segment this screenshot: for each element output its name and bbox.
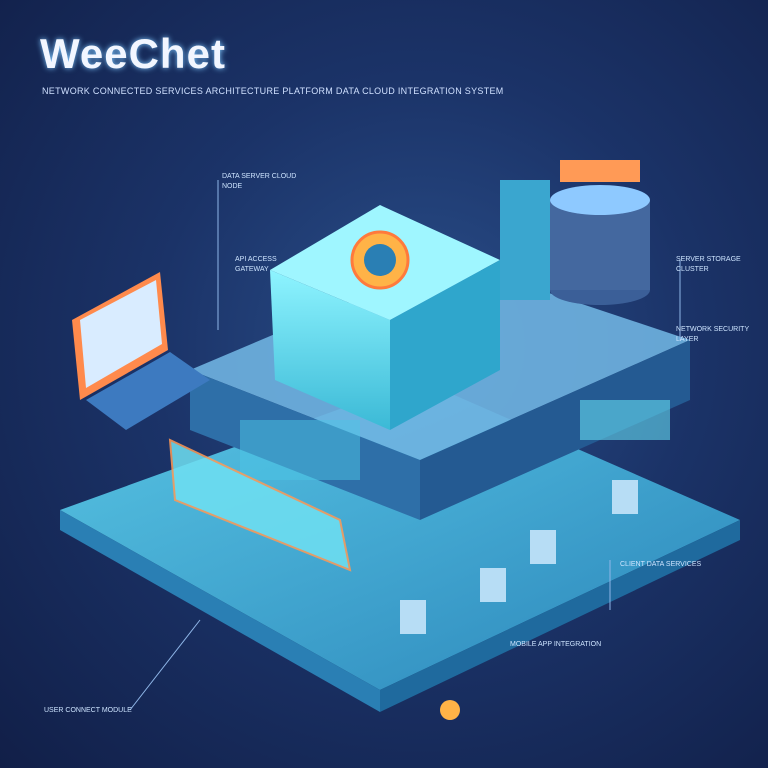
annotation: CLIENT DATA SERVICES [620, 561, 702, 568]
phone-card [168, 438, 352, 572]
annotation: MOBILE APP INTEGRATION [510, 641, 602, 648]
device-icon [612, 480, 638, 514]
panel-screen [580, 400, 670, 440]
laptop-icon [72, 272, 210, 430]
page-subtitle: NETWORK CONNECTED SERVICES ARCHITECTURE … [42, 86, 504, 96]
callout-lines [129, 180, 681, 711]
annotation: SERVER STORAGE CLUSTER [676, 256, 741, 273]
server-stack [500, 160, 650, 305]
device-icon [480, 568, 506, 602]
base-platform [60, 380, 740, 712]
coin-icon [440, 700, 460, 720]
annotation: DATA SERVER CLOUD NODE [222, 173, 297, 190]
server-label [560, 160, 640, 182]
annotation: USER CONNECT MODULE [44, 707, 132, 714]
device-icon [530, 530, 556, 564]
annotation: API ACCESS GATEWAY [235, 256, 277, 273]
central-cube [270, 205, 500, 430]
panel-screen [240, 420, 360, 480]
device-icon [400, 600, 426, 634]
page-title: WeeChet [40, 30, 226, 77]
annotation: NETWORK SECURITY LAYER [676, 326, 749, 343]
